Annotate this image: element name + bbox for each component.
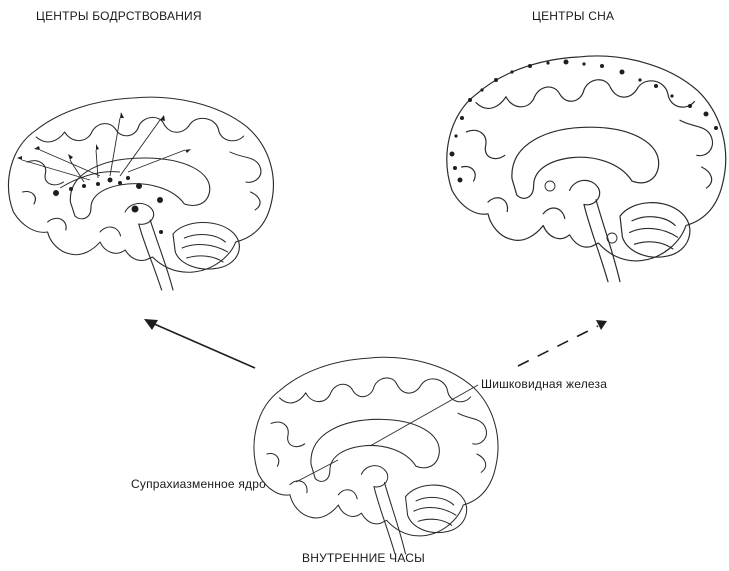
sleep-brain-drawing <box>447 56 726 282</box>
arrow-to-sleep-head <box>596 320 607 330</box>
wake-brain-drawing <box>9 97 274 290</box>
arrow-to-wake <box>152 323 255 368</box>
scn-leader-line <box>296 460 338 482</box>
clock-brain-drawing <box>254 357 498 554</box>
sleep-centers-markers <box>450 60 719 244</box>
arrow-to-sleep <box>518 326 598 366</box>
wake-centers-markers <box>17 112 191 234</box>
